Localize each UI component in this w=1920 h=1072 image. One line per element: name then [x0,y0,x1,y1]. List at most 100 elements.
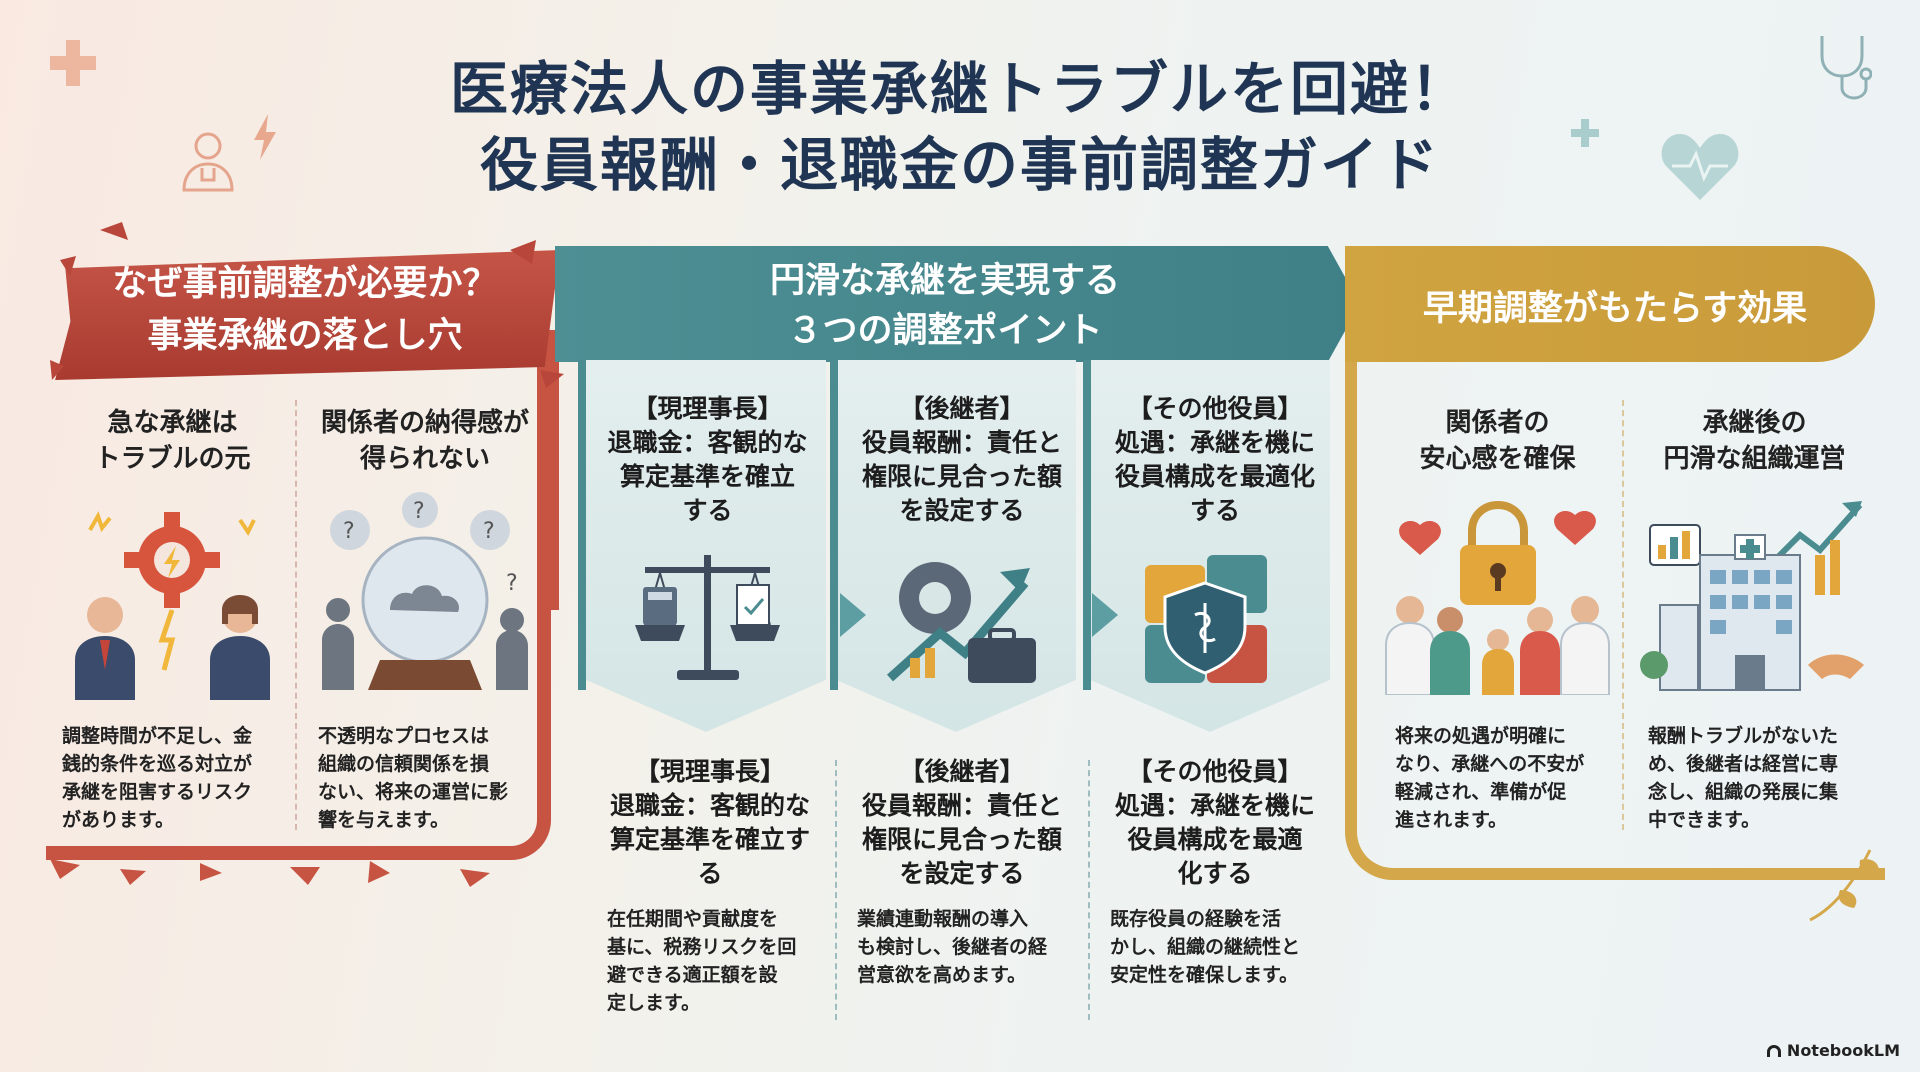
right-section-header-banner [1345,246,1875,362]
column1-head-l1: 【現理事長】 [632,394,783,423]
right-item1-body-l4: 進されます。 [1395,809,1508,831]
column3-bottom-head: 【その他役員】 処遇：承継を機に 役員構成を最適 化する [1095,755,1335,891]
column2-body-l3: 営意欲を高めます。 [857,964,1027,986]
crystal-ball-question-icon: ? ? ? ? [322,492,528,690]
right-item2-body: 報酬トラブルがないた め、後継者は経営に専 念し、組織の発展に集 中できます。 [1648,722,1878,834]
left-divider [295,400,297,830]
page-title-line2: 役員報酬・退職金の事前調整ガイド [479,131,1440,199]
right-item2-body-l2: め、後継者は経営に専 [1648,753,1839,775]
flow-arrow-icon [840,593,866,637]
column1-bottom-head-l2: 退職金：客観的な [609,791,810,820]
left-frame [46,360,551,860]
column1-body: 在任期間や貢献度を 基に、税務リスクを回 避できる適正額を設 定します。 [607,905,832,1017]
column1-body-l1: 在任期間や貢献度を [607,908,779,930]
medical-cross-icon [50,40,96,86]
logo-text: NotebookLM [1786,1041,1900,1060]
right-item1-body-l3: 軽減され、準備が促 [1395,781,1567,803]
column3-body-l3: 安定性を確保します。 [1110,964,1299,986]
left-header-line1: なぜ事前調整が必要か？ [112,264,498,304]
right-item1-title-l1: 関係者の [1445,408,1550,438]
svg-text:?: ? [506,571,518,596]
left-item1-title-l2: トラブルの元 [94,444,251,474]
page-title-line1: 医療法人の事業承継トラブルを回避！ [449,55,1470,123]
left-header-line2: 事業承継の落とし穴 [147,316,463,356]
left-section-header-banner [55,250,560,380]
right-section-header: 早期調整がもたらす効果 [1422,289,1808,329]
center-section-header: 円滑な承継を実現する ３つの調整ポイント [580,256,1310,356]
column2-bottom-head-l4: を設定する [899,859,1025,888]
left-item1-body-l3: 承継を阻害するリスク [62,781,253,803]
center-column2-edge [830,360,838,690]
column1-bottom-head-l4: る [697,859,723,888]
heart-pulse-icon [1661,134,1739,200]
center-column1-edge [578,360,586,690]
left-item1-body-l4: があります。 [62,809,175,831]
hospital-growth-handshake-icon [1640,501,1864,691]
leaf-decoration-icon [1809,849,1880,922]
flow-arrow-icon [1092,593,1118,637]
column1-head-l2: 退職金：客観的な [607,428,808,457]
svg-text:?: ? [343,519,355,544]
left-item1-title-l1: 急な承継は [107,408,238,438]
right-item2-title-l1: 承継後の [1702,408,1807,438]
right-item2-body-l1: 報酬トラブルがないた [1648,725,1839,747]
column1-head: 【現理事長】 退職金：客観的な 算定基準を確立 する [590,392,825,528]
column2-bottom-head-l2: 役員報酬：責任と [861,791,1062,820]
right-item1-title-l2: 安心感を確保 [1419,444,1576,474]
column3-head-l4: する [1189,496,1240,525]
column2-body-l1: 業績連動報酬の導入 [857,908,1029,930]
column3-bottom-head-l1: 【その他役員】 [1127,757,1303,786]
column1-body-l3: 避できる適正額を設 [607,964,778,986]
right-frame [1345,360,1885,880]
family-lock-icon [1385,500,1610,695]
column2-head: 【後継者】 役員報酬：責任と 権限に見合った額 を設定する [842,392,1082,528]
column1-bottom-head: 【現理事長】 退職金：客観的な 算定基準を確立す る [590,755,830,891]
center-divider-1 [835,760,837,1020]
column1-body-l4: 定します。 [607,992,701,1014]
column3-bottom-head-l4: 化する [1177,859,1253,888]
column2-body: 業績連動報酬の導入 も検討し、後継者の経 営意欲を高めます。 [857,905,1082,989]
center-header-line1: 円滑な承継を実現する [769,261,1120,301]
broken-shards-decoration [50,222,564,388]
right-item1-body: 将来の処遇が明確に なり、承継への不安が 軽減され、準備が促 進されます。 [1395,722,1620,834]
column2-bottom-head: 【後継者】 役員報酬：責任と 権限に見合った額 を設定する [842,755,1082,891]
center-section-header-banner [555,246,1360,362]
center-column3-edge [1083,360,1091,690]
column2-bottom-head-l1: 【後継者】 [899,757,1025,786]
lightning-icon [254,114,276,160]
left-item1-body-l1: 調整時間が不足し、金 [62,725,253,747]
left-item2-body-l4: 響を与えます。 [318,809,450,831]
left-section-header: なぜ事前調整が必要か？ 事業承継の落とし穴 [70,258,540,362]
right-item2-body-l3: 念し、組織の発展に集 [1648,781,1839,803]
left-item2-body-l3: ない、将来の運営に影 [318,781,509,803]
right-divider [1622,400,1624,830]
column3-head-l1: 【その他役員】 [1127,394,1303,423]
column3-bottom-head-l2: 処遇：承継を機に [1114,791,1315,820]
notebooklm-logo: NotebookLM [1766,1041,1900,1060]
column2-head-l2: 役員報酬：責任と [861,428,1062,457]
right-item1-body-l1: 将来の処遇が明確に [1395,725,1567,747]
column3-body: 既存役員の経験を活 かし、組織の継続性と 安定性を確保します。 [1110,905,1335,989]
column2-head-l4: を設定する [899,496,1025,525]
column3-head-l2: 処遇：承継を機に [1114,428,1315,457]
doctor-icon [182,132,234,192]
right-item2-body-l4: 中できます。 [1648,809,1761,831]
right-item1-title: 関係者の 安心感を確保 [1380,405,1615,477]
column3-bottom-head-l3: 役員構成を最適 [1127,825,1303,854]
logo-mark-icon [1766,1045,1781,1057]
column3-head: 【その他役員】 処遇：承継を機に 役員構成を最適化 する [1095,392,1335,528]
column1-head-l3: 算定基準を確立 [619,462,795,491]
column1-bottom-head-l3: 算定基準を確立す [609,825,810,854]
column2-head-l1: 【後継者】 [899,394,1025,423]
column3-body-l2: かし、組織の継続性と [1110,936,1301,958]
right-item2-title-l2: 円滑な組織運営 [1663,444,1846,474]
left-item1-body-l2: 銭的条件を巡る対立が [62,753,253,775]
plus-icon [1571,119,1599,147]
left-item2-title-l2: 得られない [359,444,490,474]
growth-gear-briefcase-icon [886,562,1036,683]
column3-body-l1: 既存役員の経験を活 [1110,908,1282,930]
conflict-gear-people-icon [75,511,270,700]
center-divider-2 [1088,760,1090,1020]
left-item2-body-l1: 不透明なプロセスは [318,725,490,747]
left-item2-title-l1: 関係者の納得感が [320,408,529,438]
